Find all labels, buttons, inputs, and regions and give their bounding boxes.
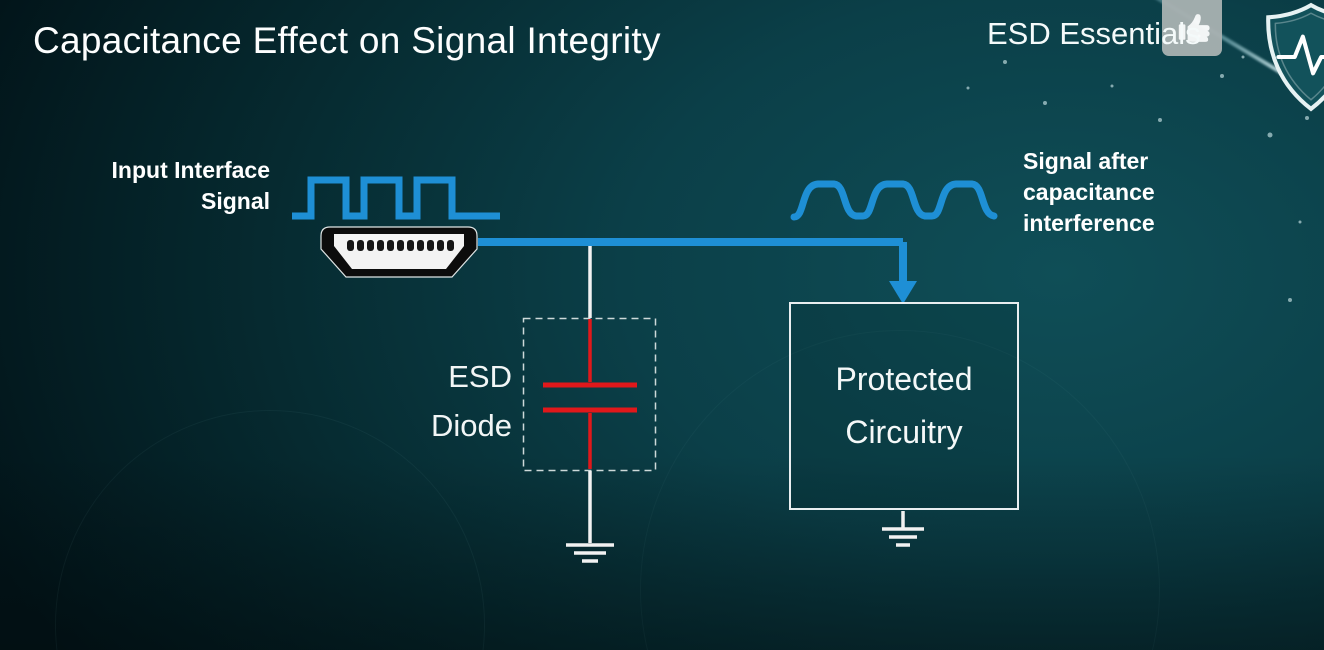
shield-icon bbox=[1256, 0, 1324, 114]
protected-box-line2: Circuitry bbox=[845, 414, 963, 450]
output-label-line1: Signal after bbox=[1023, 148, 1149, 174]
esd-diode-label-line2: Diode bbox=[431, 408, 512, 443]
input-label-line1: Input Interface bbox=[111, 157, 270, 183]
input-label-line2: Signal bbox=[200, 188, 270, 214]
output-signal-label: Signal after capacitance interference bbox=[1023, 146, 1155, 239]
esd-diode-label-line1: ESD bbox=[448, 359, 512, 394]
protected-circuitry-box: Protected Circuitry bbox=[789, 302, 1019, 510]
ground-symbol-capacitor bbox=[566, 543, 614, 563]
esd-diode-branch bbox=[522, 246, 657, 563]
ground-symbol-protected bbox=[882, 511, 924, 547]
arrow-down-icon bbox=[889, 281, 917, 304]
protected-box-line1: Protected bbox=[835, 361, 973, 397]
hdmi-pins bbox=[347, 240, 454, 251]
esd-diode-dashed-boundary bbox=[522, 317, 657, 472]
hdmi-connector-icon bbox=[320, 226, 478, 278]
output-label-line2: capacitance bbox=[1023, 179, 1155, 205]
signal-bus-wire bbox=[478, 238, 917, 304]
input-signal-wave bbox=[292, 176, 500, 220]
input-signal-label: Input Interface Signal bbox=[60, 155, 270, 217]
slide-title: Capacitance Effect on Signal Integrity bbox=[33, 20, 661, 61]
heartbeat-line-icon bbox=[1276, 34, 1324, 76]
output-signal-wave bbox=[790, 180, 998, 221]
output-label-line3: interference bbox=[1023, 210, 1155, 236]
esd-diode-label: ESD Diode bbox=[330, 352, 512, 450]
brand-text: ESD Essentials bbox=[987, 16, 1201, 51]
thumbs-up-icon bbox=[1162, 0, 1222, 56]
